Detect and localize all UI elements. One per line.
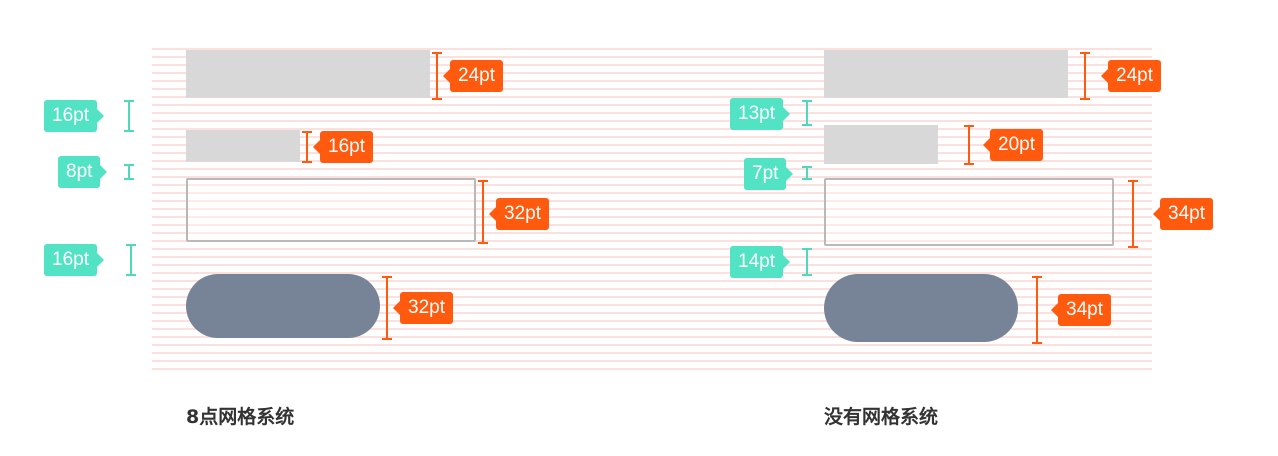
button-height-indicator (382, 276, 392, 340)
subheading-height-indicator (302, 131, 312, 163)
input-placeholder-box (186, 178, 476, 242)
gap-1-spacing-tag: 13pt (730, 98, 790, 130)
button-placeholder-pill (186, 274, 380, 338)
input-height-tag: 34pt (1153, 198, 1213, 230)
heading-placeholder-block (824, 50, 1068, 98)
right-panel-caption: 没有网格系统 (824, 406, 939, 428)
heading-height-tag: 24pt (1101, 60, 1161, 92)
input-height-tag: 32pt (489, 198, 549, 230)
subheading-height-tag: 20pt (983, 129, 1043, 161)
button-height-tag: 34pt (1051, 294, 1111, 326)
subheading-height-tag: 16pt (313, 131, 373, 163)
heading-height-tag: 24pt (443, 60, 503, 92)
subheading-height-indicator (964, 125, 974, 165)
heading-height-indicator (1080, 52, 1090, 100)
button-height-tag: 32pt (393, 292, 453, 324)
input-placeholder-box (824, 178, 1114, 246)
subheading-placeholder-block (824, 125, 938, 164)
gap-3-spacing-indicator (126, 244, 136, 276)
subheading-placeholder-block (186, 130, 300, 162)
input-height-indicator (1128, 180, 1138, 248)
input-height-indicator (478, 180, 488, 244)
gap-3-spacing-tag: 14pt (730, 246, 790, 278)
button-height-indicator (1032, 276, 1042, 344)
heading-placeholder-block (186, 50, 430, 98)
gap-2-spacing-indicator (802, 166, 812, 180)
gap-2-spacing-tag: 8pt (58, 156, 108, 188)
gap-1-spacing-indicator (802, 100, 812, 126)
gap-1-spacing-tag: 16pt (44, 100, 104, 132)
button-placeholder-pill (824, 274, 1018, 342)
gap-2-spacing-indicator (124, 164, 134, 180)
heading-height-indicator (432, 52, 442, 100)
left-panel-caption: 8点网格系统 (186, 406, 295, 428)
gap-3-spacing-indicator (802, 248, 812, 276)
gap-1-spacing-indicator (124, 100, 134, 132)
gap-2-spacing-tag: 7pt (744, 158, 794, 190)
gap-3-spacing-tag: 16pt (44, 244, 104, 276)
